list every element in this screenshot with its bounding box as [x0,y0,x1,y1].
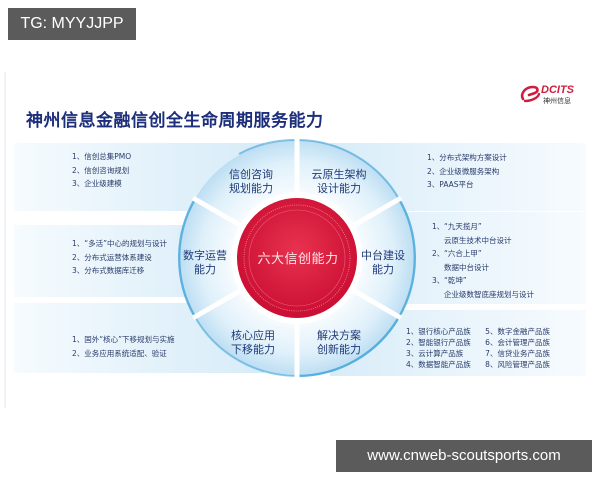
list-item: 2、“六合上甲” [432,247,534,261]
list-desc: 云原生技术中台设计 [444,235,512,245]
list-item: 4、数据智能产品族 [406,360,471,369]
list-item: 6、会计管理产品族 [485,338,550,347]
slide-title: 神州信息金融信创全生命周期服务能力 [26,111,324,131]
list-cloud-native: 1、分布式架构方案设计 2、企业级微服务架构 3、PAAS平台 [427,151,507,192]
dcits-logo: DCITS 神州信息 [517,84,587,106]
logo-text-en: DCITS [541,84,574,96]
arc-digital-ops [177,198,197,318]
list-title: “乾坤” [444,276,467,285]
list-item: 3、PAAS平台 [427,180,474,189]
segment-label-line: 能力 [194,263,216,276]
list-solution: 1、银行核心产品族 2、智能银行产品族 3、云计算产品族 4、数据智能产品族 5… [406,326,562,370]
list-num: 1、 [432,222,445,231]
list-desc: 企业级数智底座规划与设计 [444,289,534,299]
segment-label-line: 能力 [372,263,394,276]
segment-solution: 解决方案 创新能力 [304,329,374,357]
segment-cloud-native: 云原生架构 设计能力 [304,168,374,196]
segment-label-line: 设计能力 [317,182,361,195]
dcits-logo-mark-icon [520,85,541,103]
list-column-1: 1、银行核心产品族 2、智能银行产品族 3、云计算产品族 4、数据智能产品族 [406,326,471,370]
segment-label-line: 规划能力 [229,182,273,195]
list-item: 5、数字金融产品族 [485,327,550,336]
segment-label-line: 信创咨询 [229,168,273,181]
arc-solution [296,316,401,378]
segment-label-line: 解决方案 [317,329,361,342]
list-num: 3、 [432,276,445,285]
list-item: 2、业务应用系统适配、验证 [72,348,167,358]
list-core-app: 1、国外“核心”下移规划与实施 2、业务应用系统适配、验证 [72,333,175,360]
list-item: 8、风险管理产品族 [485,360,550,369]
segment-label-line: 下移能力 [231,343,275,356]
center-circle [237,198,357,318]
list-middle-platform: 1、“九天揽月” 云原生技术中台设计 2、“六合上甲” 数据中台设计 3、“乾坤… [432,220,534,301]
list-title: “九天揽月” [444,222,482,231]
capability-wheel [177,138,417,378]
segment-label-line: 云原生架构 [311,168,367,181]
list-item: 1、分布式架构方案设计 [427,153,507,162]
list-item: 3、“乾坤” [432,274,534,288]
arc-cloud-native [296,139,400,200]
watermark-bottom: www.cnweb-scoutsports.com [336,440,592,472]
list-item: 7、信贷业务产品族 [485,349,550,358]
list-item: 1、国外“核心”下移规划与实施 [72,335,175,344]
list-desc: 数据中台设计 [444,262,489,272]
list-item: 1、信创总集PMO [72,152,132,161]
segment-digital-ops: 数字运营 能力 [170,249,240,277]
arc-core-app [194,316,298,377]
list-item: 2、信创咨询规划 [72,165,130,175]
list-title: “六合上甲” [444,249,482,258]
list-num: 2、 [432,249,445,258]
center-inner-ring [243,204,351,312]
list-item: 2、智能银行产品族 [406,338,471,347]
list-item: 2、企业级微服务架构 [427,166,500,176]
list-item: 3、云计算产品族 [406,349,464,358]
segment-consulting: 信创咨询 规划能力 [216,168,286,196]
list-consulting: 1、信创总集PMO 2、信创咨询规划 3、企业级建模 [72,150,131,191]
logo-text-cn: 神州信息 [543,97,571,105]
segment-label-line: 数字运营 [183,249,227,262]
segment-label-line: 中台建设 [361,249,405,262]
segment-middle-platform: 中台建设 能力 [348,249,418,277]
segment-core-app: 核心应用 下移能力 [218,329,288,357]
segment-label-line: 核心应用 [231,329,275,342]
center-label: 六大信创能力 [257,252,339,267]
list-digital-ops: 1、“多活”中心的规划与设计 2、分布式运营体系建设 3、分布式数据库迁移 [72,237,167,278]
list-item: 3、企业级建模 [72,179,122,188]
segment-label-line: 创新能力 [317,343,361,356]
list-item: 1、“九天揽月” [432,220,534,234]
list-item: 1、银行核心产品族 [406,327,471,336]
arc-consulting [238,138,298,155]
list-item: 1、“多活”中心的规划与设计 [72,239,168,248]
list-item: 3、分布式数据库迁移 [72,266,145,275]
arc-middle-platform [397,198,417,318]
list-column-2: 5、数字金融产品族 6、会计管理产品族 7、信贷业务产品族 8、风险管理产品族 [485,326,550,370]
list-item: 2、分布式运营体系建设 [72,252,152,262]
watermark-top: TG: MYYJJPP [8,8,136,40]
